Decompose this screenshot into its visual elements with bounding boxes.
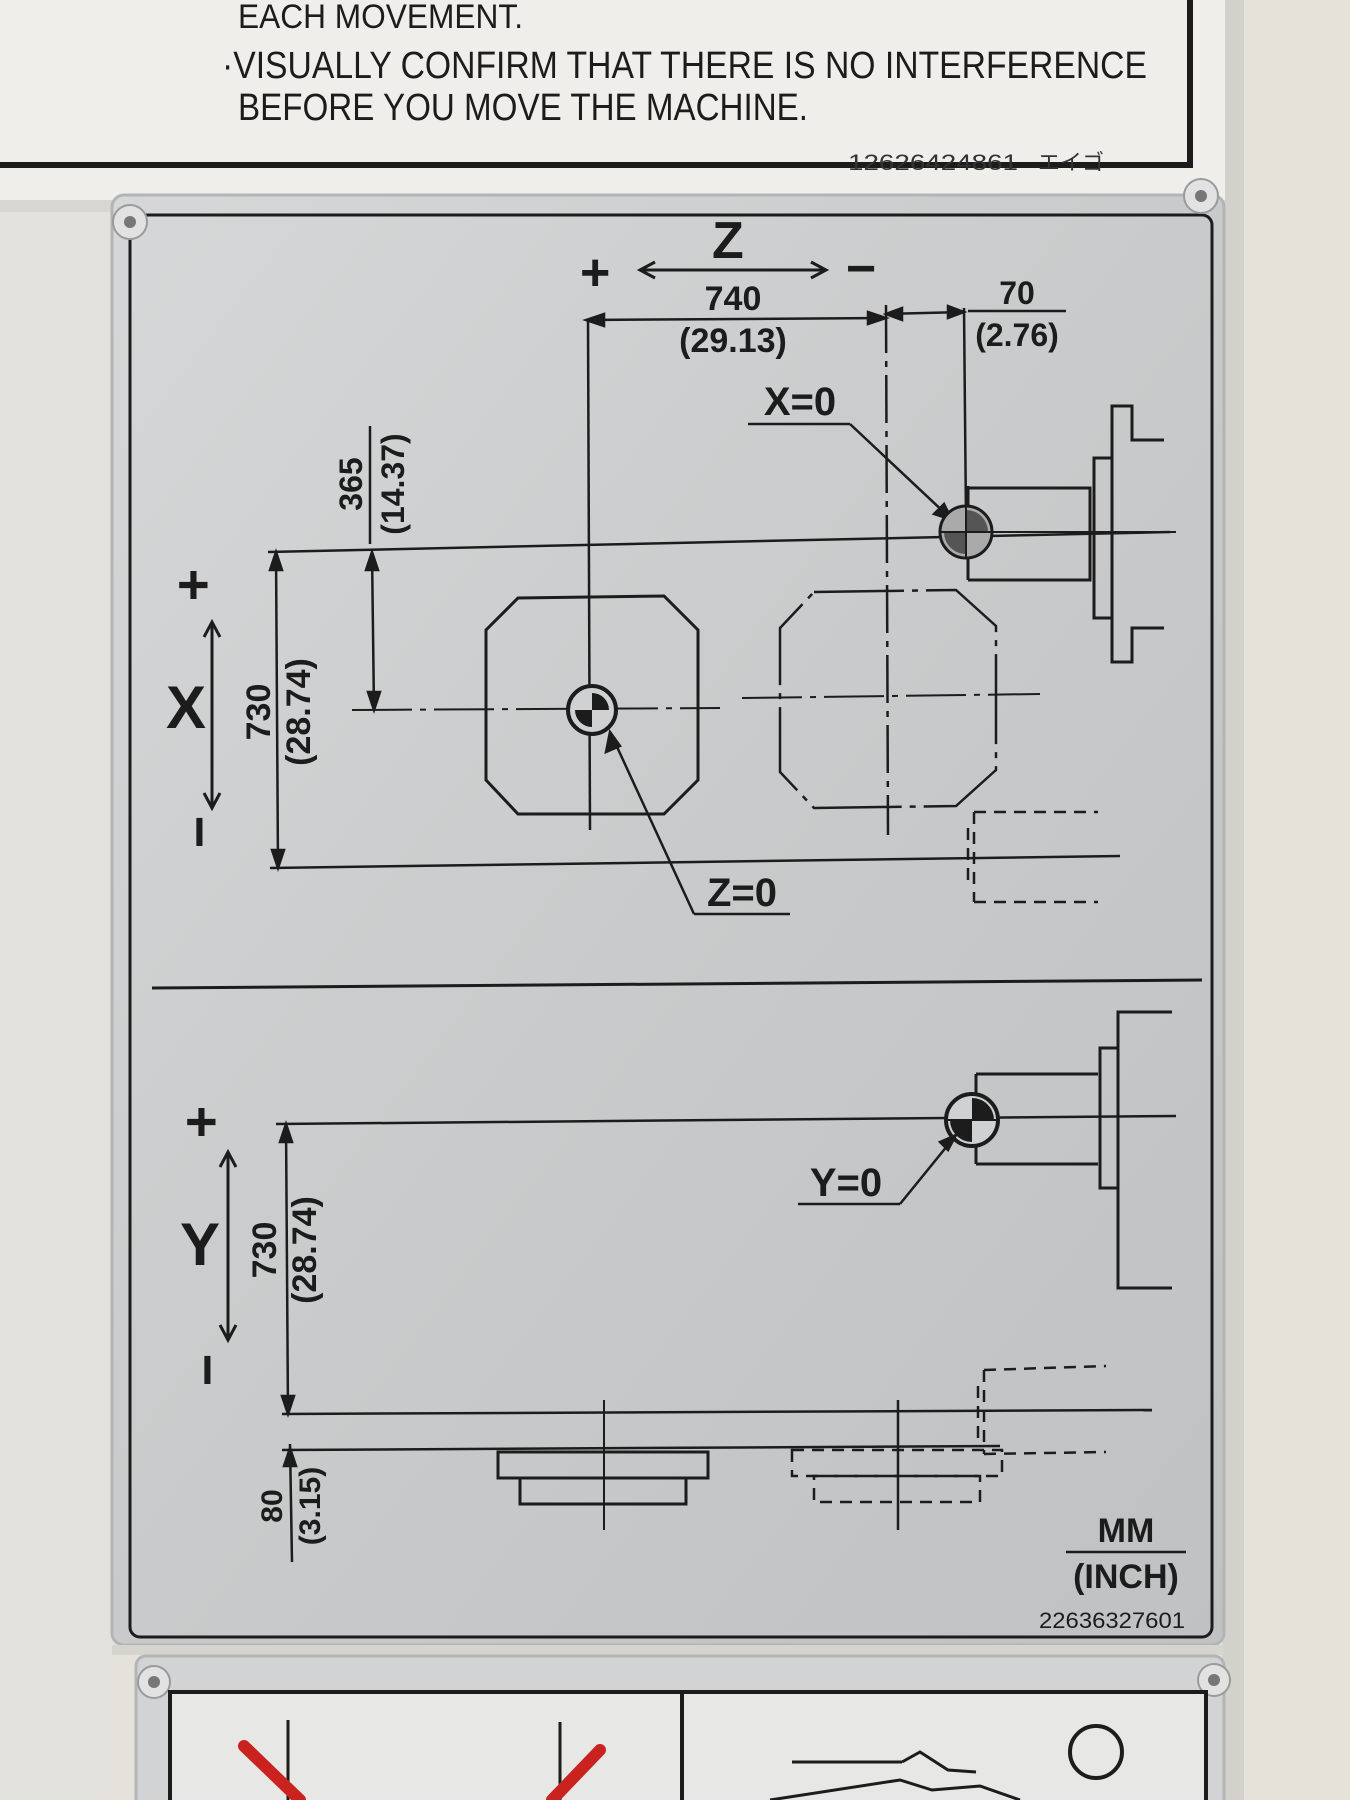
rivet-icon — [1183, 178, 1219, 214]
table-center-line — [351, 707, 721, 711]
x-axis-plus: + — [161, 569, 224, 602]
table-center-line-right — [741, 693, 1041, 699]
right-wall-texture — [1240, 0, 1350, 1800]
y-zero-label: Y=0 — [810, 1161, 882, 1205]
y-axis-minus: − — [175, 1354, 238, 1387]
z-zero-label: Z=0 — [707, 871, 777, 915]
rivet-icon — [1197, 1663, 1231, 1697]
y-offset-dimension-line — [282, 1444, 298, 1468]
pallet-front — [484, 594, 700, 816]
z-axis-minus: − — [846, 240, 876, 298]
rivet-icon — [137, 1665, 171, 1699]
z-offset-inch: (2.76) — [975, 317, 1059, 353]
prohibited-x-icon — [238, 1740, 606, 1800]
z-travel-mm: 740 — [705, 280, 762, 318]
warning-label-code: 12626424861 — [848, 150, 1018, 175]
units-mm: MM — [1098, 1512, 1155, 1550]
x-travel-mm: 730 — [240, 684, 278, 741]
bottom-plate — [134, 1654, 1231, 1800]
x-half-dimension-line — [364, 548, 382, 714]
tool-holder-icon — [769, 1724, 1124, 1800]
z-zero-leader — [604, 728, 790, 916]
z-travel-dimension-line — [582, 310, 890, 328]
y-axis-plus: + — [169, 1106, 232, 1139]
y-travel-inch: (28.74) — [286, 1196, 324, 1304]
y-plus-limit-line — [275, 1114, 1177, 1126]
warning-label: EACH MOVEMENT. ·VISUALLY CONFIRM THAT TH… — [0, 0, 1225, 200]
x-direction-arrow-icon — [202, 618, 222, 812]
spindle-upper — [944, 404, 1176, 664]
plate-code: 22636327601 — [1039, 1608, 1185, 1633]
x-axis-minus: − — [167, 816, 230, 849]
z-offset-mm: 70 — [999, 275, 1035, 311]
x-travel-dimension-line — [268, 548, 286, 872]
x-plus-limit-line — [267, 530, 1171, 554]
z-axis-plus: + — [580, 244, 610, 302]
y-zero-leader — [798, 1132, 959, 1206]
spindle-retracted-upper — [966, 810, 1098, 904]
z-axis-label: Z — [712, 212, 744, 270]
rivet-icon — [112, 204, 148, 240]
z-minus-limit-line — [884, 304, 890, 836]
z-travel-inch: (29.13) — [679, 322, 787, 360]
table-top-line — [281, 1444, 1001, 1452]
pallet-retracted — [778, 588, 998, 810]
warning-line-2: ·VISUALLY CONFIRM THAT THERE IS NO INTER… — [222, 45, 1147, 87]
travel-diagram-plate: Z + − 740 (29.13) 70 (2.76) X=0 — [110, 178, 1226, 1647]
warning-line-3: BEFORE YOU MOVE THE MACHINE. — [238, 87, 808, 129]
panel-frame-edge — [1222, 0, 1244, 1800]
x-zero-label: X=0 — [764, 380, 836, 424]
units-inch: (INCH) — [1073, 1558, 1179, 1596]
y-axis-label: Y — [180, 1211, 220, 1278]
section-divider — [151, 978, 1203, 990]
x-travel-inch: (28.74) — [280, 658, 318, 766]
spindle-retracted-lower — [976, 1364, 1107, 1456]
warning-label-code-suffix: エイゴ — [1038, 150, 1104, 175]
y-travel-mm: 730 — [246, 1222, 284, 1279]
table-side-view-retracted — [790, 1400, 1004, 1530]
x-half-mm: 365 — [333, 457, 369, 510]
y-zero-marker-icon — [944, 1092, 1000, 1148]
y-travel-dimension-line — [278, 1120, 296, 1418]
spindle-face-line — [962, 307, 968, 521]
plate-inner-border — [128, 213, 1214, 1639]
y-offset-inch: (3.15) — [294, 1467, 327, 1545]
x-zero-marker-icon — [938, 504, 994, 560]
origin-marker-icon — [566, 684, 618, 736]
warning-line-1: EACH MOVEMENT. — [238, 0, 523, 36]
z-direction-arrow-icon — [636, 260, 830, 280]
z-offset-dimension-line — [882, 304, 968, 322]
table-side-view — [496, 1400, 710, 1530]
y-offset-mm: 80 — [256, 1489, 289, 1522]
x-minus-limit-line — [269, 854, 1121, 870]
y-minus-limit-line — [281, 1408, 1153, 1416]
y-direction-arrow-icon — [218, 1148, 238, 1344]
z-plus-limit-line — [586, 319, 592, 831]
x-half-inch: (14.37) — [375, 433, 411, 534]
x-axis-label: X — [166, 674, 206, 741]
